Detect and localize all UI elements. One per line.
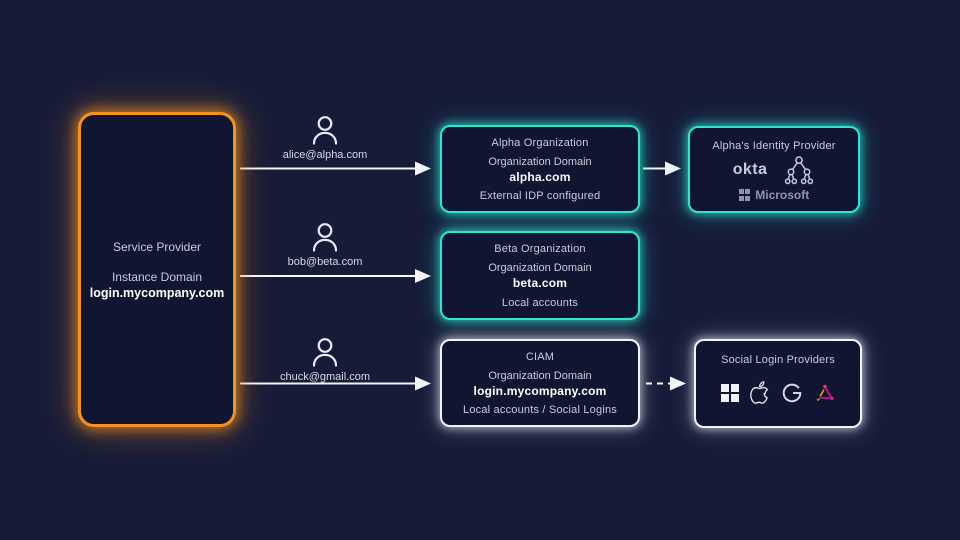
user-email: alice@alpha.com: [282, 149, 368, 161]
user-bob: bob@beta.com: [260, 219, 390, 268]
apple-icon: [749, 381, 768, 404]
social-title: Social Login Providers: [721, 354, 835, 366]
microsoft-wordmark: Microsoft: [755, 188, 810, 202]
org-title: Beta Organization: [494, 243, 586, 255]
user-alice: alice@alpha.com: [260, 112, 390, 161]
google-icon: [782, 383, 801, 403]
org-domain-value: login.mycompany.com: [473, 383, 607, 398]
triangle-logo-icon: [815, 384, 834, 402]
user-email: bob@beta.com: [287, 256, 363, 268]
org-domain-value: beta.com: [512, 276, 568, 290]
instance-domain-value: login.mycompany.com: [89, 285, 225, 300]
idp-title: Alpha's Identity Provider: [712, 140, 836, 152]
org-domain-label: Organization Domain: [488, 262, 592, 274]
service-provider-box: Service Provider Instance Domain login.m…: [78, 112, 236, 427]
microsoft-logo: Microsoft: [738, 188, 810, 202]
microsoft-squares-icon: [738, 189, 751, 201]
user-email: chuck@gmail.com: [279, 371, 371, 383]
social-login-providers-box: Social Login Providers: [694, 339, 862, 428]
org-title: CIAM: [525, 351, 555, 363]
org-footer: Local accounts: [501, 297, 579, 309]
beta-organization-box: Beta Organization Organization Domain be…: [440, 231, 640, 320]
org-domain-value: alpha.com: [509, 169, 571, 184]
okta-logo: okta: [732, 161, 768, 178]
org-footer: Local accounts / Social Logins: [463, 404, 617, 416]
microsoft-icon: [720, 384, 739, 402]
ciam-organization-box: CIAM Organization Domain login.mycompany…: [440, 339, 640, 427]
org-title: Alpha Organization: [491, 137, 589, 149]
org-footer: External IDP configured: [479, 190, 601, 202]
user-chuck: chuck@gmail.com: [260, 334, 390, 383]
person-icon: [312, 116, 338, 145]
alpha-identity-provider-box: Alpha's Identity Provider okta Microsoft: [688, 126, 860, 213]
org-domain-label: Organization Domain: [488, 155, 592, 168]
service-provider-title: Service Provider: [112, 239, 202, 254]
directory-tree-icon: [785, 156, 814, 185]
alpha-organization-box: Alpha Organization Organization Domain a…: [440, 125, 640, 213]
instance-domain-label: Instance Domain: [111, 269, 203, 284]
org-domain-label: Organization Domain: [488, 369, 592, 382]
person-icon: [312, 223, 338, 252]
person-icon: [312, 338, 338, 367]
